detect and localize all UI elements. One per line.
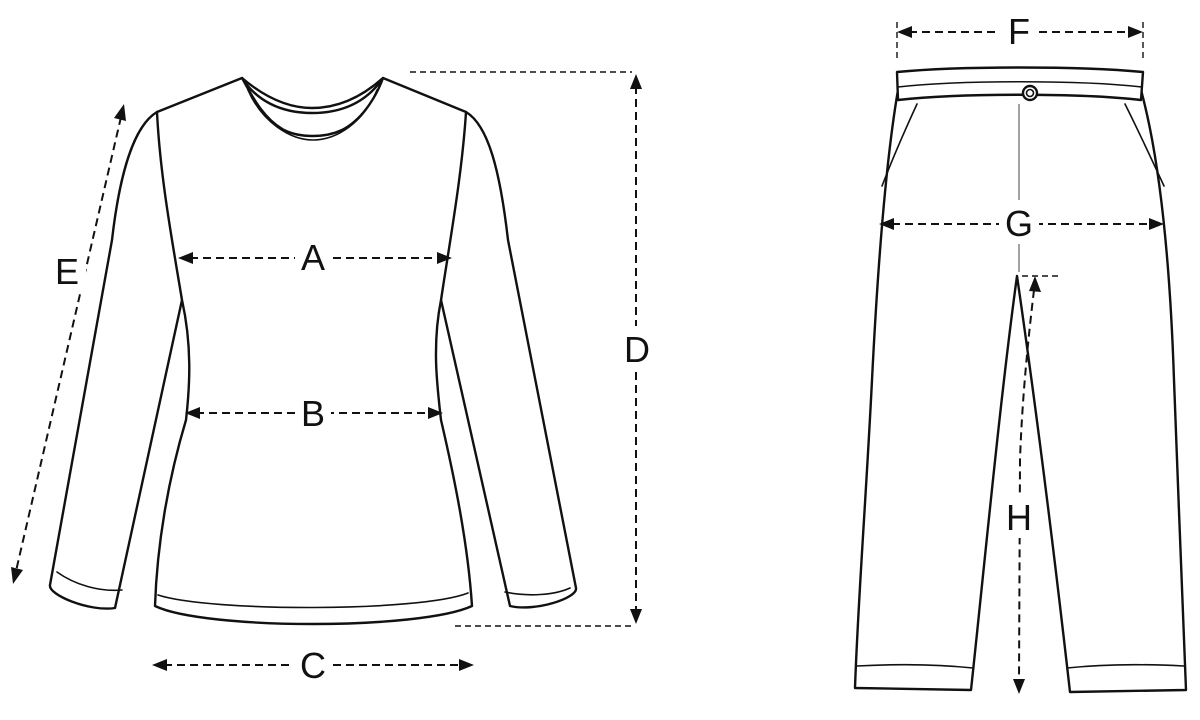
long-sleeve-shirt: [48, 76, 578, 626]
label-b: B: [301, 393, 325, 434]
label-a: A: [301, 237, 325, 278]
shirt-left-cuff: [56, 571, 123, 592]
label-f: F: [1008, 11, 1030, 52]
dim-line-h: [1018, 289, 1035, 681]
arrowhead: [630, 74, 642, 89]
pants-waistband-line: [897, 80, 1143, 88]
pants-left-hem: [856, 663, 974, 669]
shirt-dimensions: A B C D E: [11, 71, 656, 686]
pants-right-pocket: [1124, 103, 1165, 187]
shirt-right-cuff: [504, 587, 571, 596]
label-e: E: [55, 251, 79, 292]
arrowhead: [178, 252, 193, 264]
shirt-collar-inner: [247, 89, 378, 141]
arrowhead: [11, 567, 23, 584]
trousers: [853, 66, 1188, 694]
pants-left-pocket: [881, 103, 918, 187]
pants-outline: [853, 88, 1188, 694]
label-h: H: [1006, 497, 1032, 538]
label-c: C: [300, 645, 326, 686]
pants-dimensions: F G H: [879, 8, 1164, 694]
shirt-right-sleeve: [439, 110, 578, 609]
arrowhead: [630, 609, 642, 624]
arrowhead: [428, 407, 443, 419]
arrowhead: [459, 659, 474, 671]
arrowhead: [1149, 218, 1164, 230]
arrowhead: [1128, 26, 1143, 38]
arrowhead: [152, 659, 167, 671]
arrowhead: [1013, 679, 1025, 694]
arrowhead: [114, 104, 126, 121]
arrowhead: [897, 26, 912, 38]
arrowhead: [879, 218, 894, 230]
shirt-body: [153, 76, 474, 626]
shirt-left-sleeve: [48, 110, 184, 610]
pants-waistband: [895, 66, 1145, 102]
shirt-hem-stitch: [157, 592, 469, 609]
pants-right-hem: [1066, 663, 1185, 669]
label-g: G: [1005, 203, 1033, 244]
arrowhead: [1029, 276, 1041, 292]
arrowhead: [185, 407, 200, 419]
label-d: D: [624, 329, 650, 370]
arrowhead: [437, 252, 452, 264]
button-icon: [1021, 84, 1039, 102]
